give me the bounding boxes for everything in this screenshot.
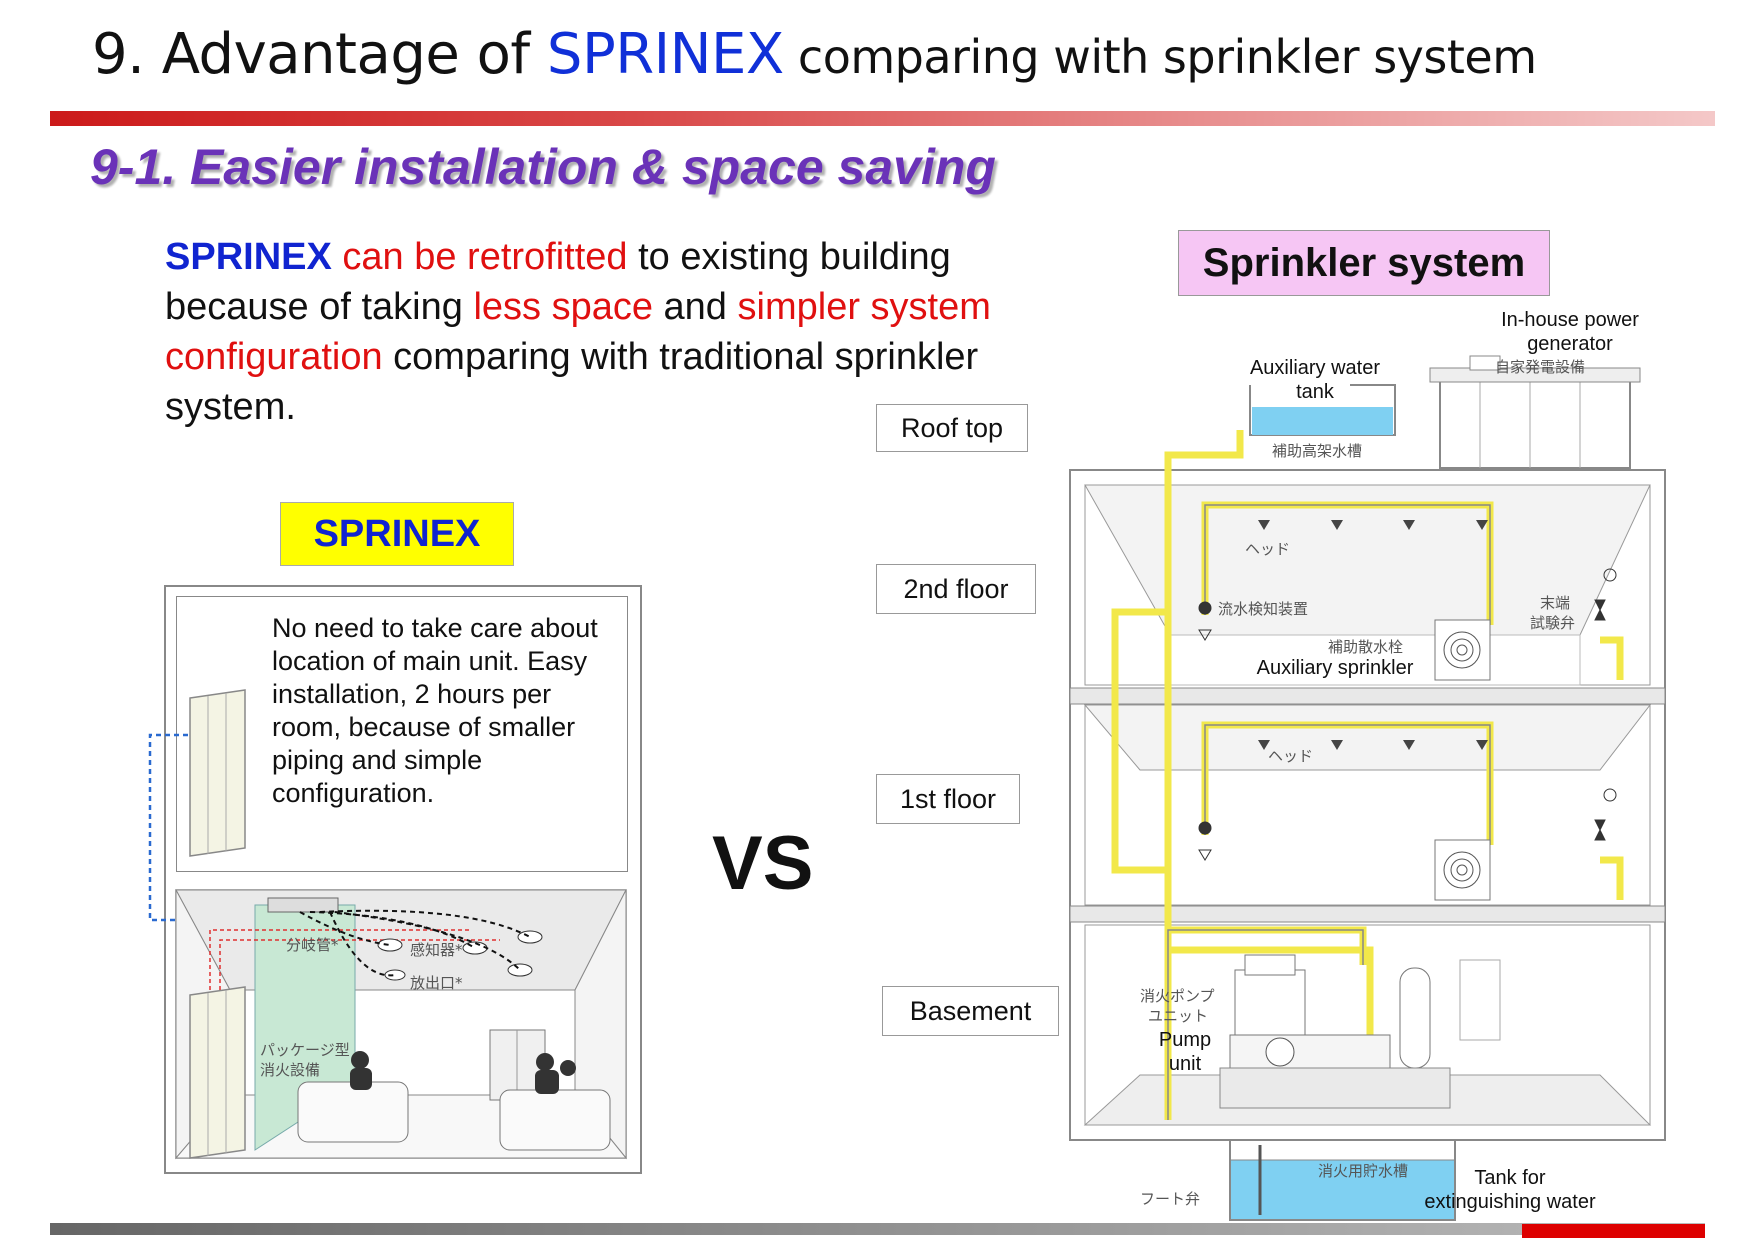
jp-sensor-label: 感知器* — [410, 941, 463, 959]
aux-tank — [1249, 384, 1396, 436]
floor-label-1st: 1st floor — [876, 774, 1020, 824]
jp-branch-label: 分岐管* — [286, 936, 339, 954]
jp-head-1: ヘッド — [1245, 541, 1291, 558]
footer-bar — [50, 1223, 1705, 1235]
pump-unit — [1219, 954, 1451, 1109]
link-line — [148, 733, 222, 922]
package-unit-upper — [189, 689, 246, 857]
intro-paragraph: SPRINEX can be retrofitted to existing b… — [165, 236, 991, 428]
sprinex-note-box — [176, 596, 628, 872]
slab-1 — [1069, 687, 1666, 705]
jp-end-valve-2: 試験弁 — [1530, 615, 1576, 632]
room-1st — [1083, 704, 1652, 906]
jp-generator: 自家発電設備 — [1495, 359, 1586, 376]
end-test-valves — [1594, 568, 1617, 841]
jp-end-valve-1: 末端 — [1540, 595, 1571, 612]
label-aux-sprinkler: Auxiliary sprinkler — [1256, 657, 1414, 679]
flow-detectors — [1198, 601, 1212, 861]
floor-label-basement: Basement — [882, 986, 1059, 1036]
jp-outlet-label: 放出口* — [410, 974, 463, 992]
section-subtitle: 9-1. Easier installation & space saving — [90, 139, 996, 195]
room-2nd — [1084, 484, 1651, 686]
jp-aux-tank: 補助高架水槽 — [1272, 443, 1363, 460]
sprinkler-badge: Sprinkler system — [1178, 230, 1550, 296]
room — [174, 889, 628, 1160]
sprinkler-heads — [1258, 520, 1488, 750]
sprinex-badge: SPRINEX — [280, 502, 514, 566]
jp-flow-detector: 流水検知装置 — [1218, 601, 1309, 618]
aux-sprinkler-box — [1434, 619, 1491, 901]
footer-accent — [1522, 1224, 1705, 1238]
jp-package-label-1: パッケージ型 — [260, 1041, 350, 1059]
extinguishing-tank — [1229, 1140, 1456, 1221]
jp-pump-1: 消火ポンプ — [1140, 988, 1215, 1005]
vs-label: VS — [712, 821, 814, 906]
generator — [1429, 355, 1641, 469]
jp-aux-hydrant: 補助散水栓 — [1328, 639, 1404, 656]
jp-pump-2: ユニット — [1148, 1008, 1209, 1025]
slab-2 — [1069, 905, 1666, 923]
page-title: 9. Advantage of SPRINEX comparing with s… — [92, 22, 1537, 87]
floor-label-roof: Roof top — [876, 404, 1028, 452]
jp-foot-valve: フート弁 — [1140, 1191, 1201, 1208]
jp-package-label-2: 消火設備 — [260, 1061, 320, 1079]
floor-label-2nd: 2nd floor — [876, 564, 1036, 614]
title-rule — [50, 111, 1715, 126]
jp-head-2: ヘッド — [1268, 748, 1314, 765]
sprinex-note: No need to take care about location of m… — [272, 613, 598, 808]
jp-storage-tank: 消火用貯水槽 — [1318, 1163, 1409, 1180]
